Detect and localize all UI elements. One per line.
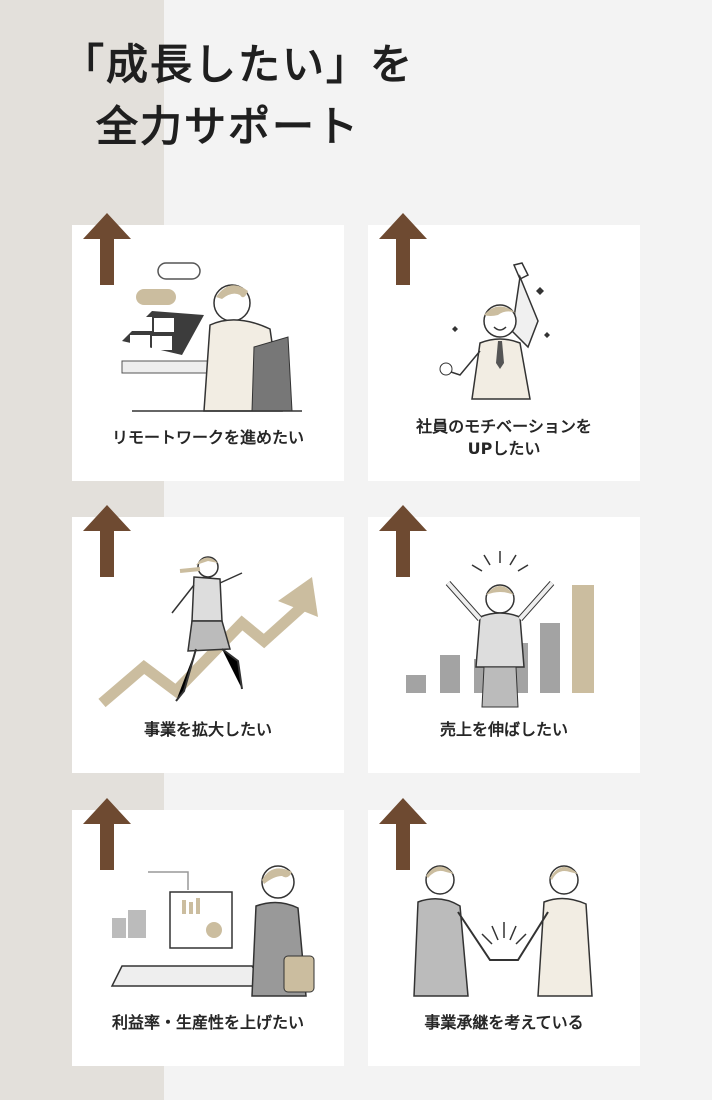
card-profit-productivity: 利益率・生産性を上げたい [72,798,344,1066]
remote-work-illustration [121,262,302,412]
expand-business-illustration [98,556,318,708]
up-arrow-icon [83,213,131,285]
card-label: 利益率・生産性を上げたい [111,1013,304,1032]
page-title-line-1: 「成長したい」を [62,40,415,89]
up-arrow-icon [83,505,131,577]
card-motivation: 社員のモチベーションを UPしたい [368,213,640,481]
page-title: 「成長したい」を 全力サポート [62,34,414,158]
card-label: 事業を拡大したい [143,720,272,739]
page-title-line-2: 全力サポート [96,102,361,151]
up-arrow-icon [379,213,427,285]
business-succession-illustration [413,865,593,997]
up-arrow-icon [379,798,427,870]
profit-productivity-illustration [110,865,315,997]
card-remote-work: リモートワークを進めたい [72,213,344,481]
card-label: 売上を伸ばしたい [439,720,568,739]
up-arrow-icon [379,505,427,577]
up-arrow-icon [83,798,131,870]
card-label: リモートワークを進めたい [111,428,304,447]
motivation-illustration [439,262,550,400]
card-label: 社員のモチベーションを UPしたい [416,417,592,458]
increase-sales-illustration [406,551,594,708]
card-increase-sales: 売上を伸ばしたい [368,505,640,773]
card-label: 事業承継を考えている [424,1013,584,1032]
card-business-succession: 事業承継を考えている [368,798,640,1066]
card-expand-business: 事業を拡大したい [72,505,344,773]
